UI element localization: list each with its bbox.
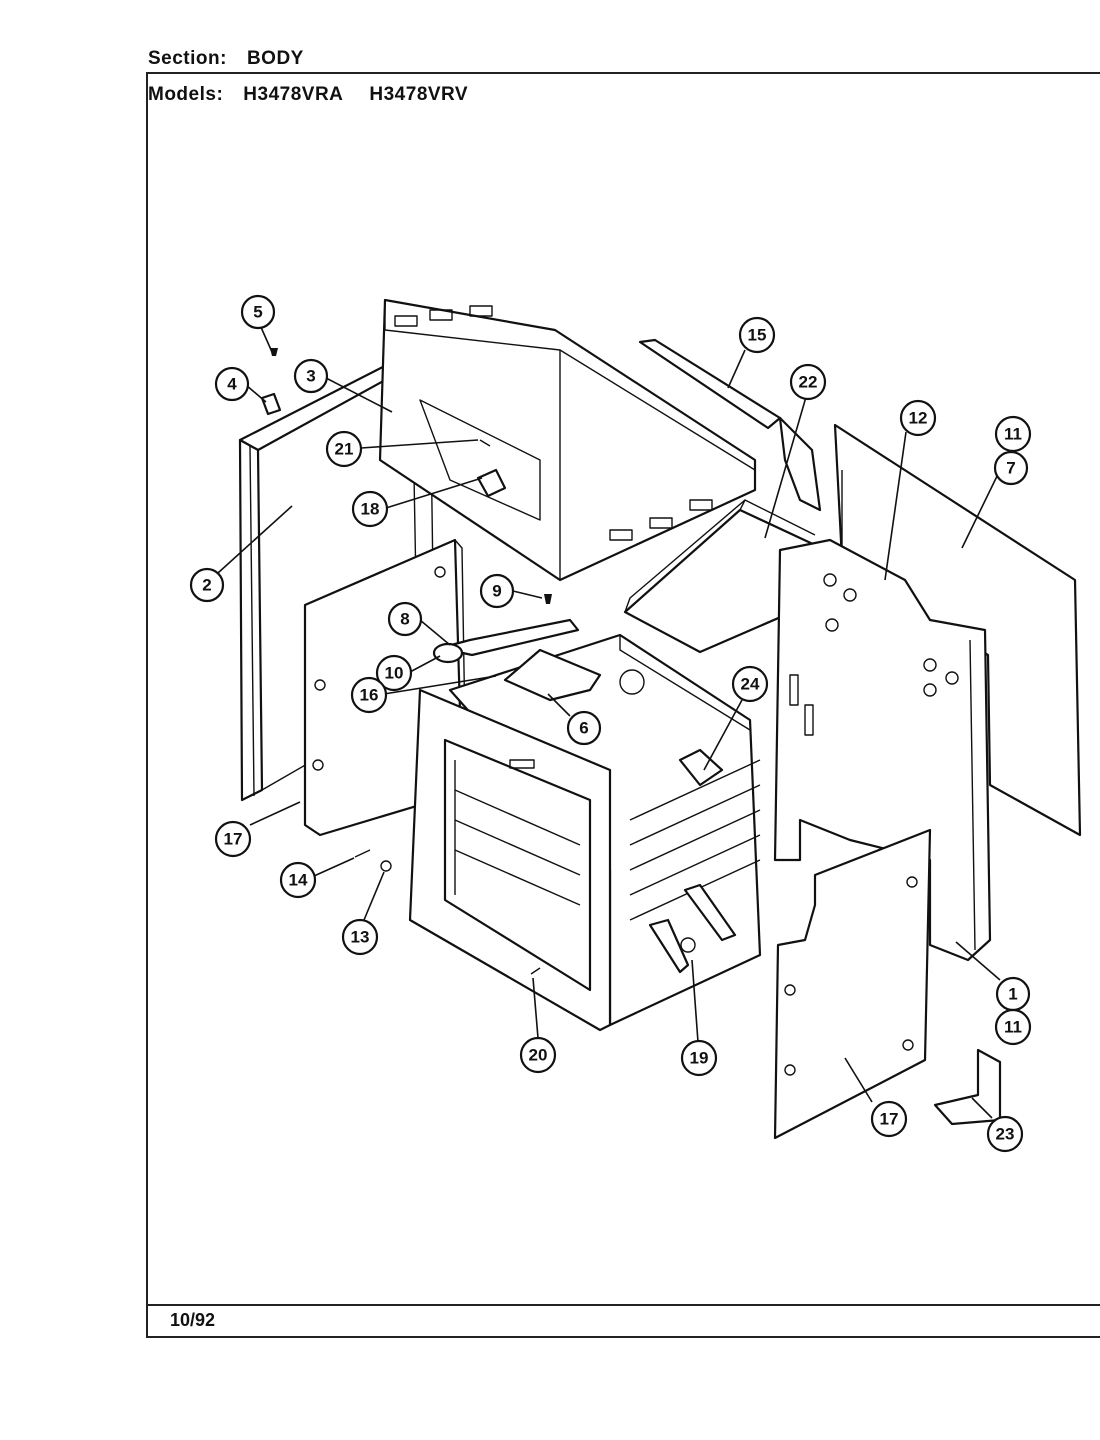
callout-7: 7 <box>993 450 1029 486</box>
svg-text:4: 4 <box>227 375 237 394</box>
svg-text:19: 19 <box>690 1049 709 1068</box>
callout-17-right: 17 <box>870 1100 908 1138</box>
callout-18: 18 <box>351 490 389 528</box>
footer-rule <box>146 1304 1100 1306</box>
svg-text:22: 22 <box>799 373 818 392</box>
callout-15: 15 <box>738 316 776 354</box>
svg-text:15: 15 <box>748 326 767 345</box>
callout-14: 14 <box>279 861 317 899</box>
part-front-frame <box>408 688 612 1032</box>
svg-text:11: 11 <box>1004 1018 1022 1037</box>
svg-text:6: 6 <box>579 719 588 738</box>
callout-8: 8 <box>387 601 423 637</box>
callout-20: 20 <box>519 1036 557 1074</box>
svg-text:2: 2 <box>202 576 211 595</box>
svg-text:10: 10 <box>385 664 404 683</box>
callout-9: 9 <box>479 573 515 609</box>
section-value: BODY <box>246 48 304 69</box>
part-bracket <box>933 1048 1002 1126</box>
diagram-frame <box>146 72 1100 1338</box>
svg-text:18: 18 <box>361 500 380 519</box>
svg-text:14: 14 <box>289 871 308 890</box>
svg-text:5: 5 <box>253 303 262 322</box>
leader-lines <box>207 324 1001 1119</box>
models-header: Models: H3478VRA H3478VRV <box>148 84 494 106</box>
svg-text:11: 11 <box>1004 425 1022 444</box>
svg-text:7: 7 <box>1006 459 1015 478</box>
svg-text:17: 17 <box>880 1110 899 1129</box>
svg-text:8: 8 <box>400 610 409 629</box>
callout-13: 13 <box>341 918 379 956</box>
svg-text:16: 16 <box>360 686 379 705</box>
callout-17-left: 17 <box>214 820 252 858</box>
model-1: H3478VRA <box>243 84 344 105</box>
svg-text:3: 3 <box>306 367 315 386</box>
part-small-components <box>260 348 724 975</box>
part-top-flange <box>638 338 822 512</box>
svg-text:12: 12 <box>909 409 928 428</box>
section-label: Section: <box>148 48 227 69</box>
callout-6: 6 <box>566 710 602 746</box>
section-header: Section: BODY <box>148 48 304 70</box>
callout-3: 3 <box>293 358 329 394</box>
svg-text:20: 20 <box>529 1046 548 1065</box>
callout-19: 19 <box>680 1039 718 1077</box>
part-inner-side-panel <box>773 538 992 962</box>
callout-11-top: 11 <box>994 415 1032 453</box>
svg-text:9: 9 <box>492 582 501 601</box>
callout-1: 1 <box>995 976 1031 1012</box>
callout-10: 10 <box>375 654 413 692</box>
part-hinge <box>648 883 737 974</box>
footer-date: 10/92 <box>170 1310 216 1330</box>
callout-11-bottom: 11 <box>994 1008 1032 1046</box>
svg-text:21: 21 <box>335 440 354 459</box>
svg-text:23: 23 <box>996 1125 1015 1144</box>
callout-12: 12 <box>899 399 937 437</box>
callout-23: 23 <box>986 1115 1024 1153</box>
callout-5: 5 <box>240 294 276 330</box>
models-label: Models: <box>148 84 224 105</box>
callout-22: 22 <box>789 363 827 401</box>
callout-21: 21 <box>325 430 363 468</box>
model-2: H3478VRV <box>369 84 469 105</box>
callout-16: 16 <box>350 676 388 714</box>
svg-text:1: 1 <box>1008 985 1017 1004</box>
svg-text:13: 13 <box>351 928 370 947</box>
part-top-panel <box>378 298 757 582</box>
svg-text:17: 17 <box>224 830 243 849</box>
callout-24: 24 <box>731 665 769 703</box>
callout-2: 2 <box>189 567 225 603</box>
svg-text:24: 24 <box>741 675 760 694</box>
callout-4: 4 <box>214 366 250 402</box>
part-right-side-panel <box>773 828 932 1140</box>
